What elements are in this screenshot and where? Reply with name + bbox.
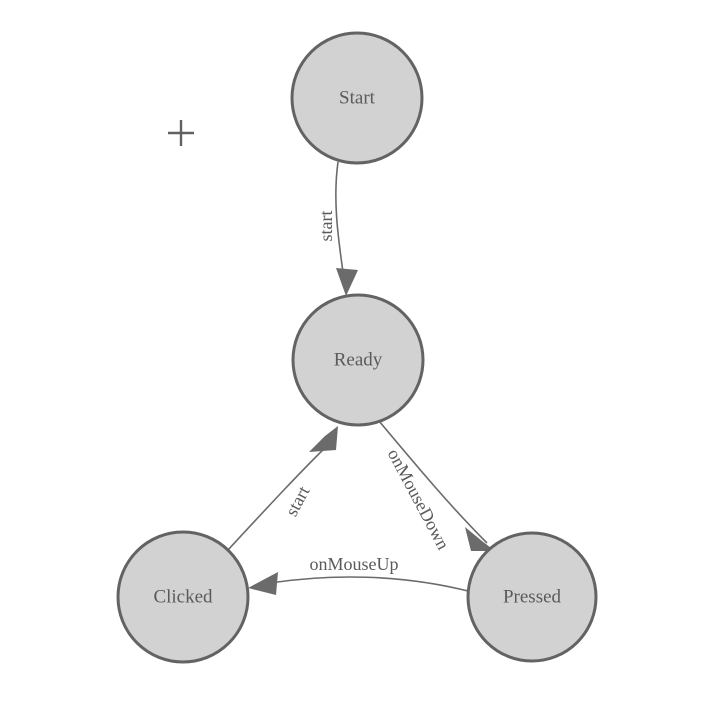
edge-pressed-to-clicked[interactable]: onMouseUp — [248, 554, 469, 595]
node-ready-label: Ready — [334, 349, 383, 370]
edge-label-pressed-to-clicked: onMouseUp — [310, 554, 399, 574]
edge-path-pressed-to-clicked — [269, 576, 469, 592]
node-pressed[interactable]: Pressed — [466, 531, 598, 663]
node-clicked-label: Clicked — [153, 586, 213, 607]
arrowhead-ready-to-pressed — [465, 527, 495, 551]
nodes-layer: Start Ready Clicked Pressed — [116, 31, 598, 664]
node-pressed-label: Pressed — [503, 586, 562, 607]
edge-clicked-to-ready[interactable]: start — [226, 426, 338, 552]
node-pressed-circle — [466, 531, 598, 663]
edge-start-to-ready[interactable]: start — [316, 161, 358, 296]
node-start-label: Start — [339, 87, 376, 108]
edge-path-start-to-ready — [335, 161, 345, 281]
edge-ready-to-pressed[interactable]: onMouseDown — [378, 420, 495, 553]
node-ready-circle — [291, 293, 425, 427]
node-ready[interactable]: Ready — [291, 293, 425, 427]
node-clicked[interactable]: Clicked — [116, 530, 250, 664]
arrowhead-clicked-to-ready — [309, 426, 338, 452]
arrowhead-pressed-to-clicked — [248, 572, 278, 595]
crosshair-marker[interactable] — [168, 120, 194, 146]
node-start[interactable]: Start — [290, 31, 424, 165]
edge-path-clicked-to-ready — [226, 442, 331, 552]
node-start-circle — [290, 31, 424, 165]
edge-path-ready-to-pressed — [378, 420, 488, 544]
edge-label-ready-to-pressed: onMouseDown — [384, 445, 454, 552]
edge-label-start-to-ready: start — [316, 211, 336, 242]
node-clicked-circle — [116, 530, 250, 664]
arrowhead-start-to-ready — [336, 268, 358, 296]
